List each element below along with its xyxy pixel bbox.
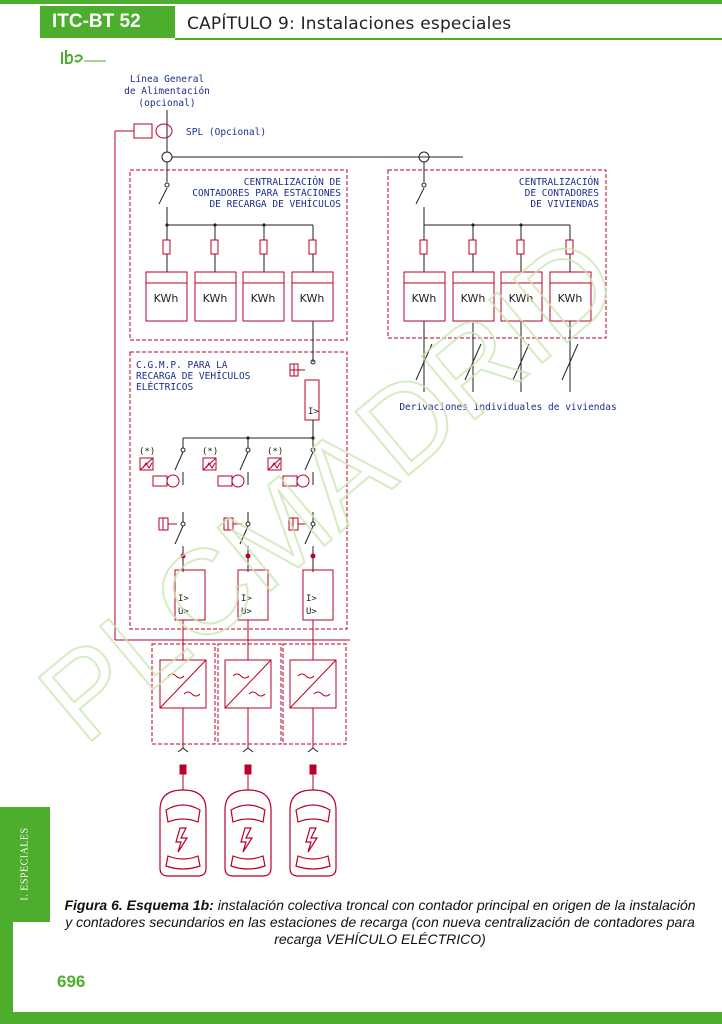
branch-3-u-label: U> <box>306 607 317 617</box>
home-meter-4-label: KWh <box>558 292 583 305</box>
header-rule <box>175 38 722 40</box>
chapter-title: CAPÍTULO 9: Instalaciones especiales <box>187 14 512 34</box>
caption-title: Figura 6. Esquema 1b: <box>64 897 214 913</box>
page-number: 696 <box>57 972 86 991</box>
caption-text: instalación colectiva troncal con contad… <box>65 897 696 947</box>
lga-label-1: Línea General <box>130 74 204 85</box>
ve-meter-1-label: KWh <box>154 292 179 305</box>
section-side-label: I. ESPECIALES <box>19 827 31 901</box>
home-meter-group <box>403 223 592 392</box>
home-meters-title-3: DE VIVIENDAS <box>530 199 599 210</box>
branch-1-u-label: U> <box>178 607 189 617</box>
top-green-bar <box>0 0 722 4</box>
home-meter-3-label: KWh <box>509 292 534 305</box>
ve-meters-title-1: CENTRALIZACIÓN DE <box>244 176 342 188</box>
cgmp-title-2: RECARGA DE VEHÍCULOS <box>136 370 251 382</box>
charging-stations <box>151 620 347 790</box>
cgmp-breaker-i-label: I> <box>308 407 319 417</box>
lga-label-3: (opcional) <box>138 98 195 109</box>
section-side-tab <box>0 807 50 922</box>
bottom-green-bar <box>0 1012 722 1024</box>
branch-2-u-label: U> <box>241 607 252 617</box>
ve-meters-title-2: CONTADORES PARA ESTACIONES <box>192 188 341 199</box>
derivaciones-label: Derivaciones individuales de viviendas <box>399 402 616 413</box>
cgmp-title-3: ELÉCTRICOS <box>136 381 193 393</box>
branch-1-i-label: I> <box>178 594 189 604</box>
lga-label-2: de Alimentación <box>124 86 210 97</box>
ve-meter-4-label: KWh <box>300 292 325 305</box>
electric-cars <box>159 789 337 877</box>
home-meter-1-label: KWh <box>412 292 437 305</box>
note-mark-3: (*) <box>267 447 283 457</box>
note-mark-1: (*) <box>139 447 155 457</box>
ve-meter-3-label: KWh <box>251 292 276 305</box>
charging-branches <box>139 438 334 621</box>
figure-caption: Figura 6. Esquema 1b: instalación colect… <box>60 897 700 948</box>
ve-meters-title-3: DE RECARGA DE VEHÍCULOS <box>209 198 341 210</box>
branch-2-i-label: I> <box>241 594 252 604</box>
left-green-strip <box>0 922 13 1014</box>
ve-meter-2-label: KWh <box>203 292 228 305</box>
ve-meter-group <box>145 223 334 322</box>
standard-badge: ITC-BT 52 <box>40 6 175 38</box>
cgmp-title-1: C.G.M.P. PARA LA <box>136 360 228 371</box>
ipe-logo-icon <box>61 50 106 65</box>
note-mark-2: (*) <box>202 447 218 457</box>
home-meter-2-label: KWh <box>461 292 486 305</box>
home-meters-title-2: DE CONTADORES <box>525 188 600 199</box>
wiring-diagram: Línea General de Alimentación (opcional)… <box>114 74 617 877</box>
branch-3-i-label: I> <box>306 594 317 604</box>
home-meters-title-1: CENTRALIZACIÓN <box>519 176 599 188</box>
spl-label: SPL (Opcional) <box>186 127 266 138</box>
